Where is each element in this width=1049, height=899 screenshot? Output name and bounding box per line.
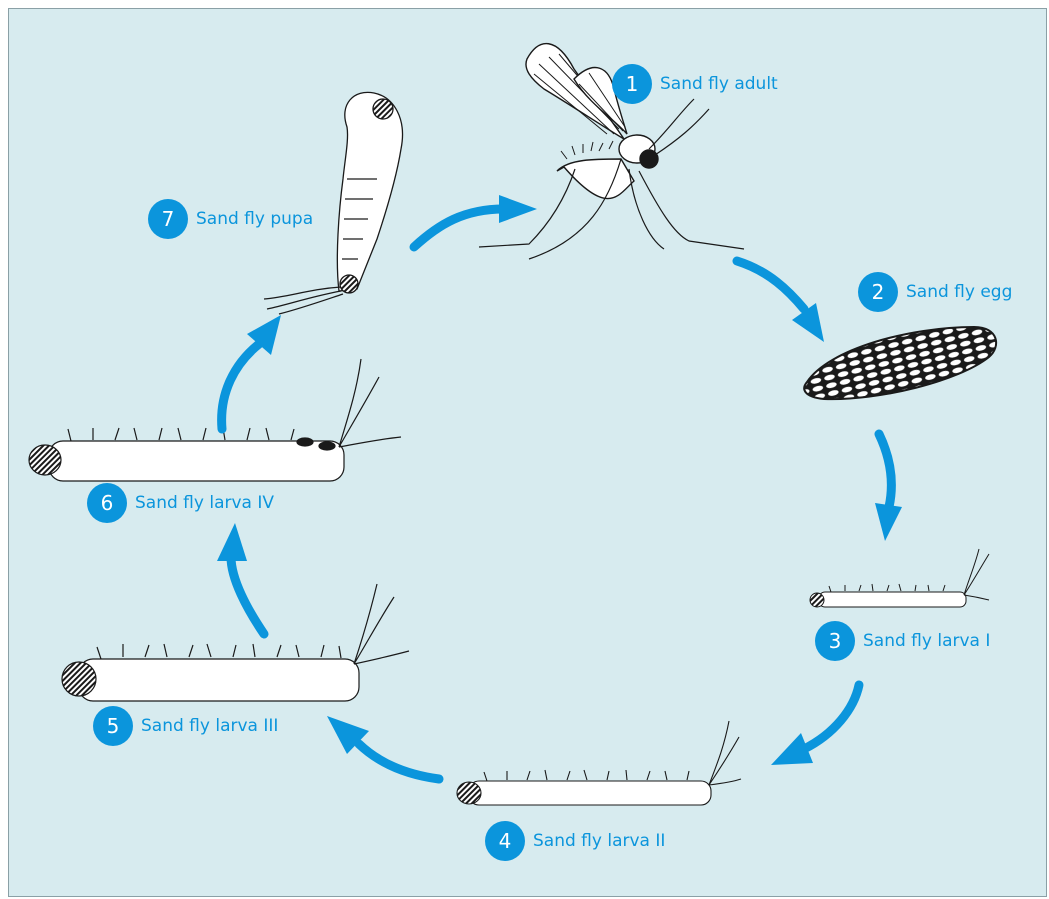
stage-6-number-badge: 6 <box>87 483 127 523</box>
arrow-larva-i-to-larva-ii <box>771 685 859 765</box>
sand-fly-egg-illustration <box>804 327 996 399</box>
arrow-pupa-to-adult <box>414 195 537 247</box>
stage-5-label: Sand fly larva III <box>141 716 278 736</box>
sand-fly-larva-i-illustration <box>810 549 989 607</box>
stage-2-label: Sand fly egg <box>906 282 1012 302</box>
stage-7-number-badge: 7 <box>148 199 188 239</box>
stage-1: 1 Sand fly adult <box>612 64 778 104</box>
stage-1-number-badge: 1 <box>612 64 652 104</box>
arrow-larva-iv-to-pupa <box>222 315 281 429</box>
stage-2-number-badge: 2 <box>858 272 898 312</box>
stage-5: 5 Sand fly larva III <box>93 706 278 746</box>
stage-5-number-badge: 5 <box>93 706 133 746</box>
arrow-larva-iii-to-larva-iv <box>217 523 264 634</box>
sand-fly-larva-ii-illustration <box>457 721 741 805</box>
stage-2: 2 Sand fly egg <box>858 272 1012 312</box>
stage-1-label: Sand fly adult <box>660 74 778 94</box>
sand-fly-larva-iv-illustration <box>29 359 401 481</box>
stage-7-label: Sand fly pupa <box>196 209 313 229</box>
stage-4: 4 Sand fly larva II <box>485 821 665 861</box>
stage-3-label: Sand fly larva I <box>863 631 990 651</box>
stage-6-label: Sand fly larva IV <box>135 493 274 513</box>
stage-4-number-badge: 4 <box>485 821 525 861</box>
stage-3: 3 Sand fly larva I <box>815 621 990 661</box>
stage-4-label: Sand fly larva II <box>533 831 665 851</box>
arrow-larva-ii-to-larva-iii <box>327 716 439 779</box>
stage-7: 7 Sand fly pupa <box>148 199 313 239</box>
stage-6: 6 Sand fly larva IV <box>87 483 274 523</box>
lifecycle-artwork <box>9 9 1047 897</box>
lifecycle-diagram: 1 Sand fly adult 2 Sand fly egg 3 Sand f… <box>8 8 1047 897</box>
arrow-adult-to-egg <box>737 261 824 342</box>
stage-3-number-badge: 3 <box>815 621 855 661</box>
sand-fly-larva-iii-illustration <box>62 584 409 701</box>
arrow-egg-to-larva-i <box>875 434 902 541</box>
